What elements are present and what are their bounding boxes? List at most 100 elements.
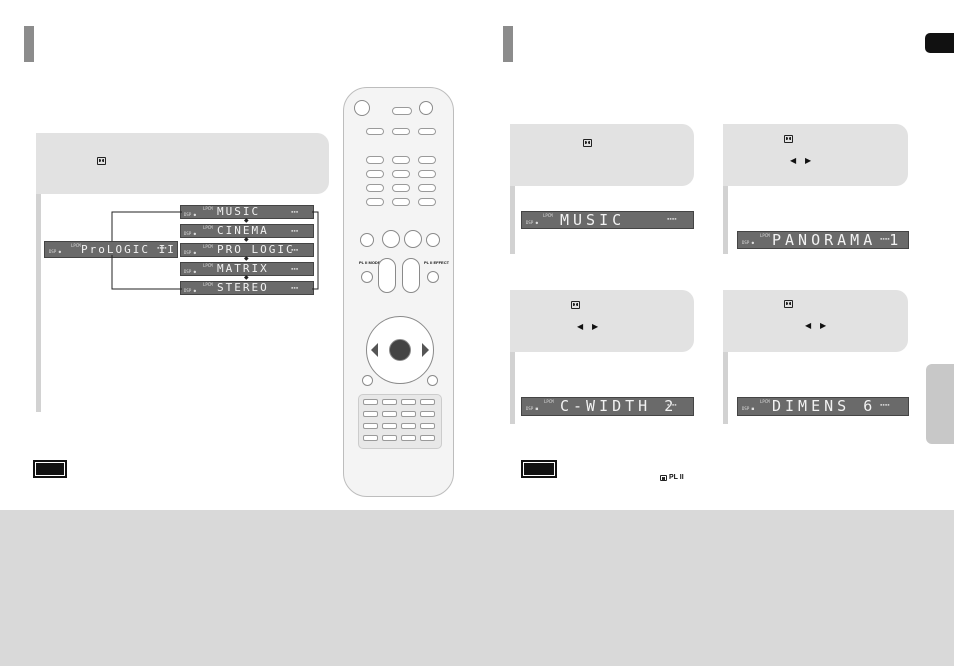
- number-button[interactable]: [366, 184, 384, 192]
- function-button[interactable]: [363, 423, 378, 429]
- step-line: [510, 352, 515, 424]
- number-button[interactable]: [418, 170, 436, 178]
- arrow-right-icon: ▶: [592, 322, 599, 331]
- function-button[interactable]: [363, 435, 378, 441]
- pl2-logo-text: PL II: [669, 474, 684, 481]
- step-line: [723, 186, 728, 254]
- play-pause-button[interactable]: [404, 230, 422, 248]
- lcd-main-text: ProLOGIC II: [81, 243, 176, 256]
- number-button[interactable]: [418, 198, 436, 206]
- power-button[interactable]: [354, 100, 370, 116]
- step-panel-bottom-left: ◀ ▶: [510, 290, 694, 352]
- dolby-double-d-icon: [784, 300, 793, 308]
- stop-button[interactable]: [382, 230, 400, 248]
- function-button[interactable]: [401, 411, 416, 417]
- open-close-button[interactable]: [419, 101, 433, 115]
- function-button[interactable]: [420, 435, 435, 441]
- step-panel-top-left: [510, 124, 694, 186]
- function-button[interactable]: [363, 399, 378, 405]
- function-button[interactable]: [401, 399, 416, 405]
- number-button[interactable]: [418, 156, 436, 164]
- lcd-text-dimens: DIMENS 6: [772, 397, 877, 415]
- arrow-left-icon: ◀: [577, 322, 584, 331]
- number-button[interactable]: [366, 198, 384, 206]
- skip-back-button[interactable]: [360, 233, 374, 247]
- lcd-text-cwidth: C-WIDTH 2: [560, 397, 678, 415]
- left-step-line: [36, 194, 41, 412]
- function-button[interactable]: [382, 399, 397, 405]
- lcd-text-music: MUSIC: [560, 211, 626, 229]
- function-button[interactable]: [420, 411, 435, 417]
- number-button[interactable]: [392, 184, 410, 192]
- lcd-panorama-display: DSP ● LPCM PANORAMA 1 ▪▪▪▪: [737, 231, 909, 249]
- number-button[interactable]: [418, 184, 436, 192]
- number-button[interactable]: [366, 170, 384, 178]
- pl2-effect-button[interactable]: [427, 271, 439, 283]
- pl2-logo: PL II: [660, 474, 684, 481]
- lcd-text-panorama: PANORAMA 1: [772, 231, 903, 249]
- function-button[interactable]: [363, 411, 378, 417]
- arrow-left-icon: ◀: [805, 321, 812, 330]
- remote-button[interactable]: [366, 128, 384, 135]
- function-button[interactable]: [382, 423, 397, 429]
- lcd-music-display: DSP ● LPCM MUSIC ▪▪▪▪: [521, 211, 694, 229]
- lcd-mode-text: MUSIC: [217, 205, 261, 218]
- number-button[interactable]: [392, 156, 410, 164]
- right-header-bar: [503, 26, 513, 62]
- down-arrow-icon: ◆: [244, 237, 249, 243]
- lcd-mode-text: PRO LOGIC: [217, 243, 295, 256]
- lcd-mode-text: STEREO: [217, 281, 269, 294]
- mode-cycle-connector: [111, 211, 319, 290]
- menu-button[interactable]: [427, 375, 438, 386]
- return-button[interactable]: [362, 375, 373, 386]
- lcd-dimens-display: DSP ■ LPCM DIMENS 6 ▪▪▪▪: [737, 397, 909, 416]
- note-tab: [33, 460, 67, 478]
- step-line: [510, 186, 515, 254]
- down-arrow-icon: ◆: [244, 275, 249, 281]
- arrow-left-icon: ◀: [790, 156, 797, 165]
- left-header-bar: [24, 26, 34, 62]
- enter-button[interactable]: [389, 339, 411, 361]
- function-button[interactable]: [401, 435, 416, 441]
- dolby-double-d-icon: [660, 474, 667, 481]
- dolby-double-d-icon: [571, 301, 580, 309]
- down-arrow-icon: ◆: [244, 256, 249, 262]
- number-button[interactable]: [392, 170, 410, 178]
- function-button[interactable]: [420, 423, 435, 429]
- number-button[interactable]: [366, 156, 384, 164]
- dolby-double-d-icon: [784, 135, 793, 143]
- arrow-right-icon: ▶: [805, 156, 812, 165]
- pl2-mode-button[interactable]: [361, 271, 373, 283]
- volume-rocker[interactable]: [378, 258, 396, 293]
- tuning-rocker[interactable]: [402, 258, 420, 293]
- step-panel-bottom-right: ◀ ▶: [723, 290, 908, 352]
- function-button[interactable]: [401, 423, 416, 429]
- lcd-cwidth-display: DSP ■ LPCM C-WIDTH 2 ▪▪▪▪: [521, 397, 694, 416]
- step-line: [723, 352, 728, 424]
- lcd-mode-text: MATRIX: [217, 262, 269, 275]
- step-panel-top-right: ◀ ▶: [723, 124, 908, 186]
- pl2-mode-label: PL II MODE: [359, 260, 381, 265]
- section-tab: [926, 364, 954, 444]
- down-arrow-icon: ◆: [244, 218, 249, 224]
- function-button[interactable]: [420, 399, 435, 405]
- arrow-right-icon: ▶: [820, 321, 827, 330]
- note-tab: [521, 460, 557, 478]
- number-button[interactable]: [392, 198, 410, 206]
- function-button[interactable]: [382, 435, 397, 441]
- remote-control: PL II MODE PL II EFFECT: [343, 87, 454, 497]
- remote-button[interactable]: [392, 128, 410, 135]
- function-button[interactable]: [382, 411, 397, 417]
- arrow-right-icon[interactable]: [422, 343, 429, 357]
- arrow-left-icon[interactable]: [371, 343, 378, 357]
- tv-av-toggle[interactable]: [392, 107, 412, 115]
- page-footer-band: [0, 510, 954, 666]
- remote-button[interactable]: [418, 128, 436, 135]
- lcd-mode-text: CINEMA: [217, 224, 269, 237]
- skip-forward-button[interactable]: [426, 233, 440, 247]
